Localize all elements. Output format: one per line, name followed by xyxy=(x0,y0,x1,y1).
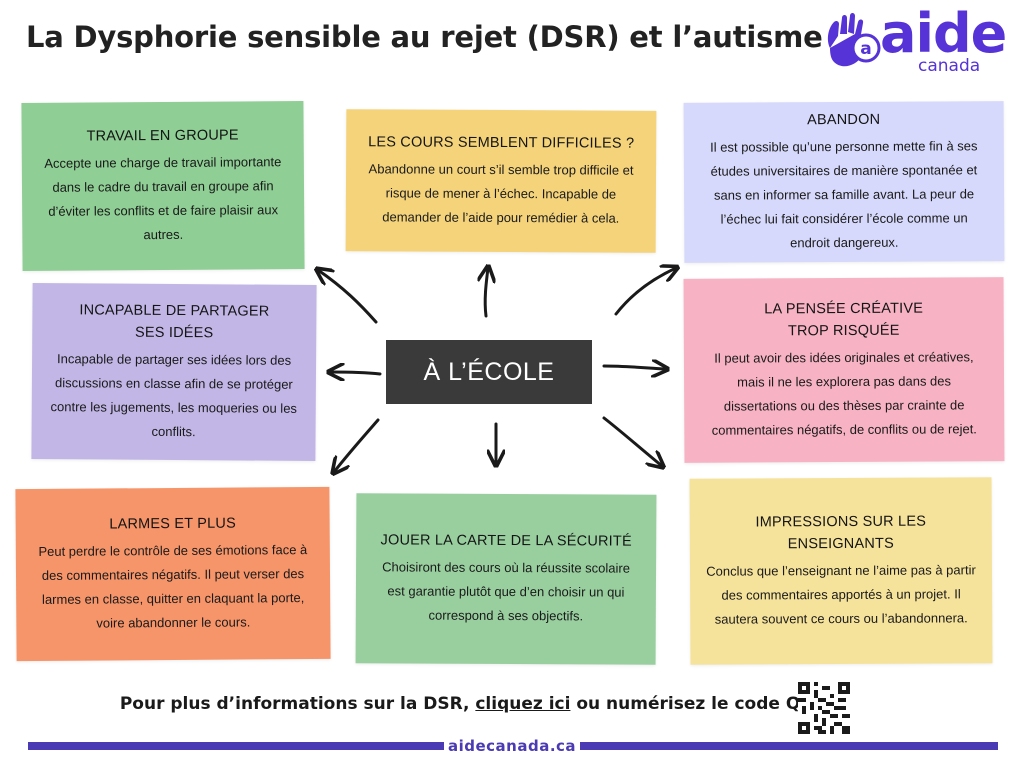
arrow-to-creative-thinking xyxy=(602,366,666,369)
card-heading: IMPRESSIONS SUR LES ENSEIGNANTS xyxy=(755,513,927,553)
footer-bar-right xyxy=(580,742,998,750)
card-heading: TRAVAIL EN GROUPE xyxy=(86,127,239,145)
card-body: Peut perdre le contrôle de ses émotions … xyxy=(38,542,308,631)
card-abandon: ABANDON Il est possible qu’une personne … xyxy=(683,101,1005,263)
footer-text-after: ou numérisez le code QR. xyxy=(570,694,821,714)
arrow-to-share-ideas xyxy=(330,372,382,374)
card-heading: LA PENSÉE CRÉATIVE TROP RISQUÉE xyxy=(764,300,924,340)
aide-canada-logo[interactable]: a aide canada xyxy=(822,2,1007,78)
footer-bar-left xyxy=(28,742,444,750)
card-difficult-courses: LES COURS SEMBLENT DIFFICILES ? Abandonn… xyxy=(345,109,657,253)
arrow-to-tears xyxy=(334,418,380,472)
card-heading: JOUER LA CARTE DE LA SÉCURITÉ xyxy=(380,532,632,550)
arrow-to-difficult-courses xyxy=(485,268,488,318)
card-body: Incapable de partager ses idées lors des… xyxy=(50,351,298,440)
arrow-to-teacher-impressions xyxy=(602,416,662,466)
card-creative-thinking: LA PENSÉE CRÉATIVE TROP RISQUÉE Il peut … xyxy=(683,277,1005,463)
footer-text-before: Pour plus d’informations sur la DSR, xyxy=(119,694,476,714)
page-title: La Dysphorie sensible au rejet (DSR) et … xyxy=(26,20,823,54)
card-body: Conclus que l’enseignant ne l’aime pas à… xyxy=(706,562,976,627)
card-tears: LARMES ET PLUS Peut perdre le contrôle d… xyxy=(15,486,331,662)
card-heading: LARMES ET PLUS xyxy=(109,515,237,533)
card-teacher-impressions: IMPRESSIONS SUR LES ENSEIGNANTS Conclus … xyxy=(689,477,993,665)
hand-logo-icon: a xyxy=(827,13,881,67)
click-here-link[interactable]: cliquez ici xyxy=(475,694,571,714)
qr-code[interactable] xyxy=(798,682,850,734)
logo-subtitle: canada xyxy=(918,56,981,76)
card-heading: LES COURS SEMBLENT DIFFICILES ? xyxy=(368,134,635,152)
card-share-ideas: INCAPABLE DE PARTAGER SES IDÉES Incapabl… xyxy=(31,283,317,461)
arrow-to-group-work xyxy=(318,270,378,324)
card-body: Abandonne un court s’il semble trop diff… xyxy=(368,161,634,226)
logo-badge-letter: a xyxy=(860,39,871,59)
logo-word: aide xyxy=(880,2,1007,65)
card-body: Il peut avoir des idées originales et cr… xyxy=(711,349,977,438)
center-label: À L’ÉCOLE xyxy=(386,340,592,404)
card-body: Accepte une charge de travail importante… xyxy=(44,154,282,243)
card-group-work: TRAVAIL EN GROUPE Accepte une charge de … xyxy=(21,101,305,271)
card-body: Il est possible qu’une personne mette fi… xyxy=(710,138,978,251)
card-safety: JOUER LA CARTE DE LA SÉCURITÉ Choisiront… xyxy=(355,493,657,665)
card-body: Choisiront des cours où la réussite scol… xyxy=(382,559,631,624)
footer-cta: Pour plus d’informations sur la DSR, cli… xyxy=(0,694,940,714)
arrow-to-abandon xyxy=(614,268,676,316)
card-heading: ABANDON xyxy=(807,111,881,129)
card-heading: INCAPABLE DE PARTAGER SES IDÉES xyxy=(79,302,270,342)
site-link[interactable]: aidecanada.ca xyxy=(447,737,577,755)
